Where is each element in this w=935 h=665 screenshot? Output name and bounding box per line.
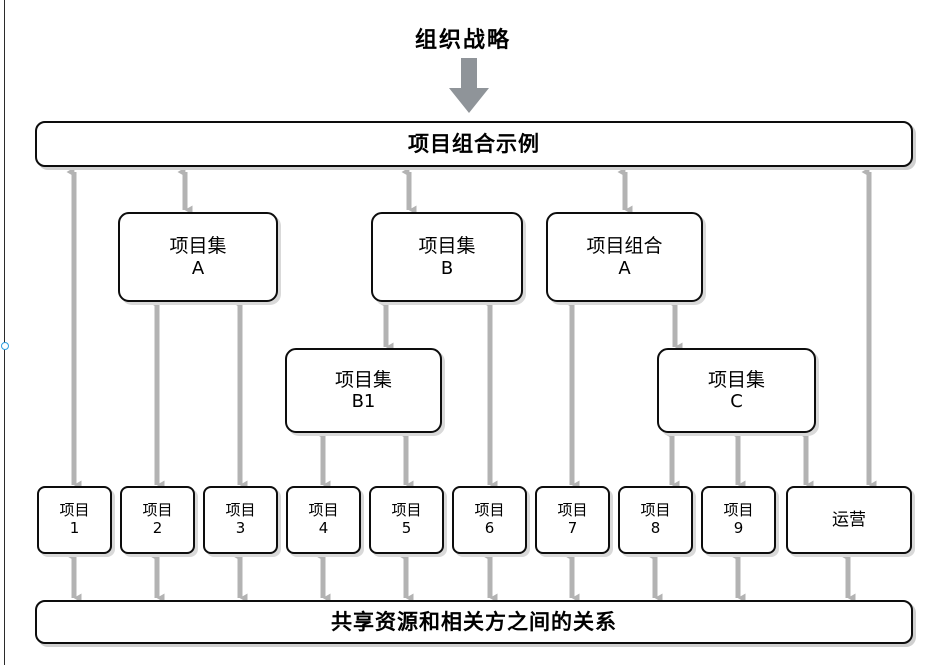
node-project-4-line2: 4 xyxy=(318,519,329,537)
node-program-a-line1: 项目集 xyxy=(169,235,227,258)
node-project-5-line2: 5 xyxy=(401,519,412,537)
node-project-5-line1: 项目 xyxy=(391,501,422,520)
node-project-9-line1: 项目 xyxy=(723,501,754,520)
node-project-2[interactable]: 项目 2 xyxy=(120,486,195,554)
node-project-8[interactable]: 项目 8 xyxy=(618,486,693,554)
node-program-c-line1: 项目集 xyxy=(707,368,765,391)
node-program-b-line2: B xyxy=(440,257,454,279)
node-project-4-line1: 项目 xyxy=(308,501,339,520)
node-project-1-line2: 1 xyxy=(69,519,80,537)
footer-bar-label: 共享资源和相关方之间的关系 xyxy=(331,609,617,634)
node-program-c[interactable]: 项目集 C xyxy=(657,348,816,433)
node-project-3[interactable]: 项目 3 xyxy=(203,486,278,554)
footer-bar[interactable]: 共享资源和相关方之间的关系 xyxy=(35,600,913,644)
node-project-8-line2: 8 xyxy=(650,519,661,537)
node-operations-label: 运营 xyxy=(832,509,866,530)
node-operations[interactable]: 运营 xyxy=(786,486,912,554)
node-program-a[interactable]: 项目集 A xyxy=(118,212,278,302)
thick-down-arrow-icon xyxy=(449,58,489,113)
node-program-a-line2: A xyxy=(191,257,205,279)
node-program-b[interactable]: 项目集 B xyxy=(371,212,523,302)
header-bar[interactable]: 项目组合示例 xyxy=(35,121,913,167)
node-program-c-line2: C xyxy=(730,391,743,413)
node-project-9[interactable]: 项目 9 xyxy=(701,486,776,554)
node-project-4[interactable]: 项目 4 xyxy=(286,486,361,554)
node-project-1[interactable]: 项目 1 xyxy=(37,486,112,554)
node-program-b1-line1: 项目集 xyxy=(334,368,392,391)
node-program-b1[interactable]: 项目集 B1 xyxy=(285,348,442,433)
document-edge-handle[interactable] xyxy=(1,342,9,350)
node-project-7-line2: 7 xyxy=(567,519,578,537)
page-title: 组织战略 xyxy=(415,28,512,53)
node-project-6-line1: 项目 xyxy=(474,501,505,520)
node-program-b1-line2: B1 xyxy=(351,391,376,413)
node-project-9-line2: 9 xyxy=(733,519,744,537)
document-edge-rule xyxy=(4,0,5,665)
node-project-6[interactable]: 项目 6 xyxy=(452,486,527,554)
node-project-7[interactable]: 项目 7 xyxy=(535,486,610,554)
node-portfolio-a-line2: A xyxy=(618,257,631,279)
node-project-8-line1: 项目 xyxy=(640,501,671,520)
node-project-2-line2: 2 xyxy=(152,519,163,537)
node-portfolio-a[interactable]: 项目组合 A xyxy=(546,212,703,302)
node-project-7-line1: 项目 xyxy=(557,501,588,520)
node-portfolio-a-line1: 项目组合 xyxy=(586,235,663,258)
node-project-3-line1: 项目 xyxy=(225,501,256,520)
node-project-3-line2: 3 xyxy=(235,519,246,537)
node-project-6-line2: 6 xyxy=(484,519,495,537)
node-project-1-line1: 项目 xyxy=(59,501,90,520)
header-bar-label: 项目组合示例 xyxy=(408,131,540,156)
node-project-5[interactable]: 项目 5 xyxy=(369,486,444,554)
node-program-b-line1: 项目集 xyxy=(418,235,476,258)
node-project-2-line1: 项目 xyxy=(142,501,173,520)
